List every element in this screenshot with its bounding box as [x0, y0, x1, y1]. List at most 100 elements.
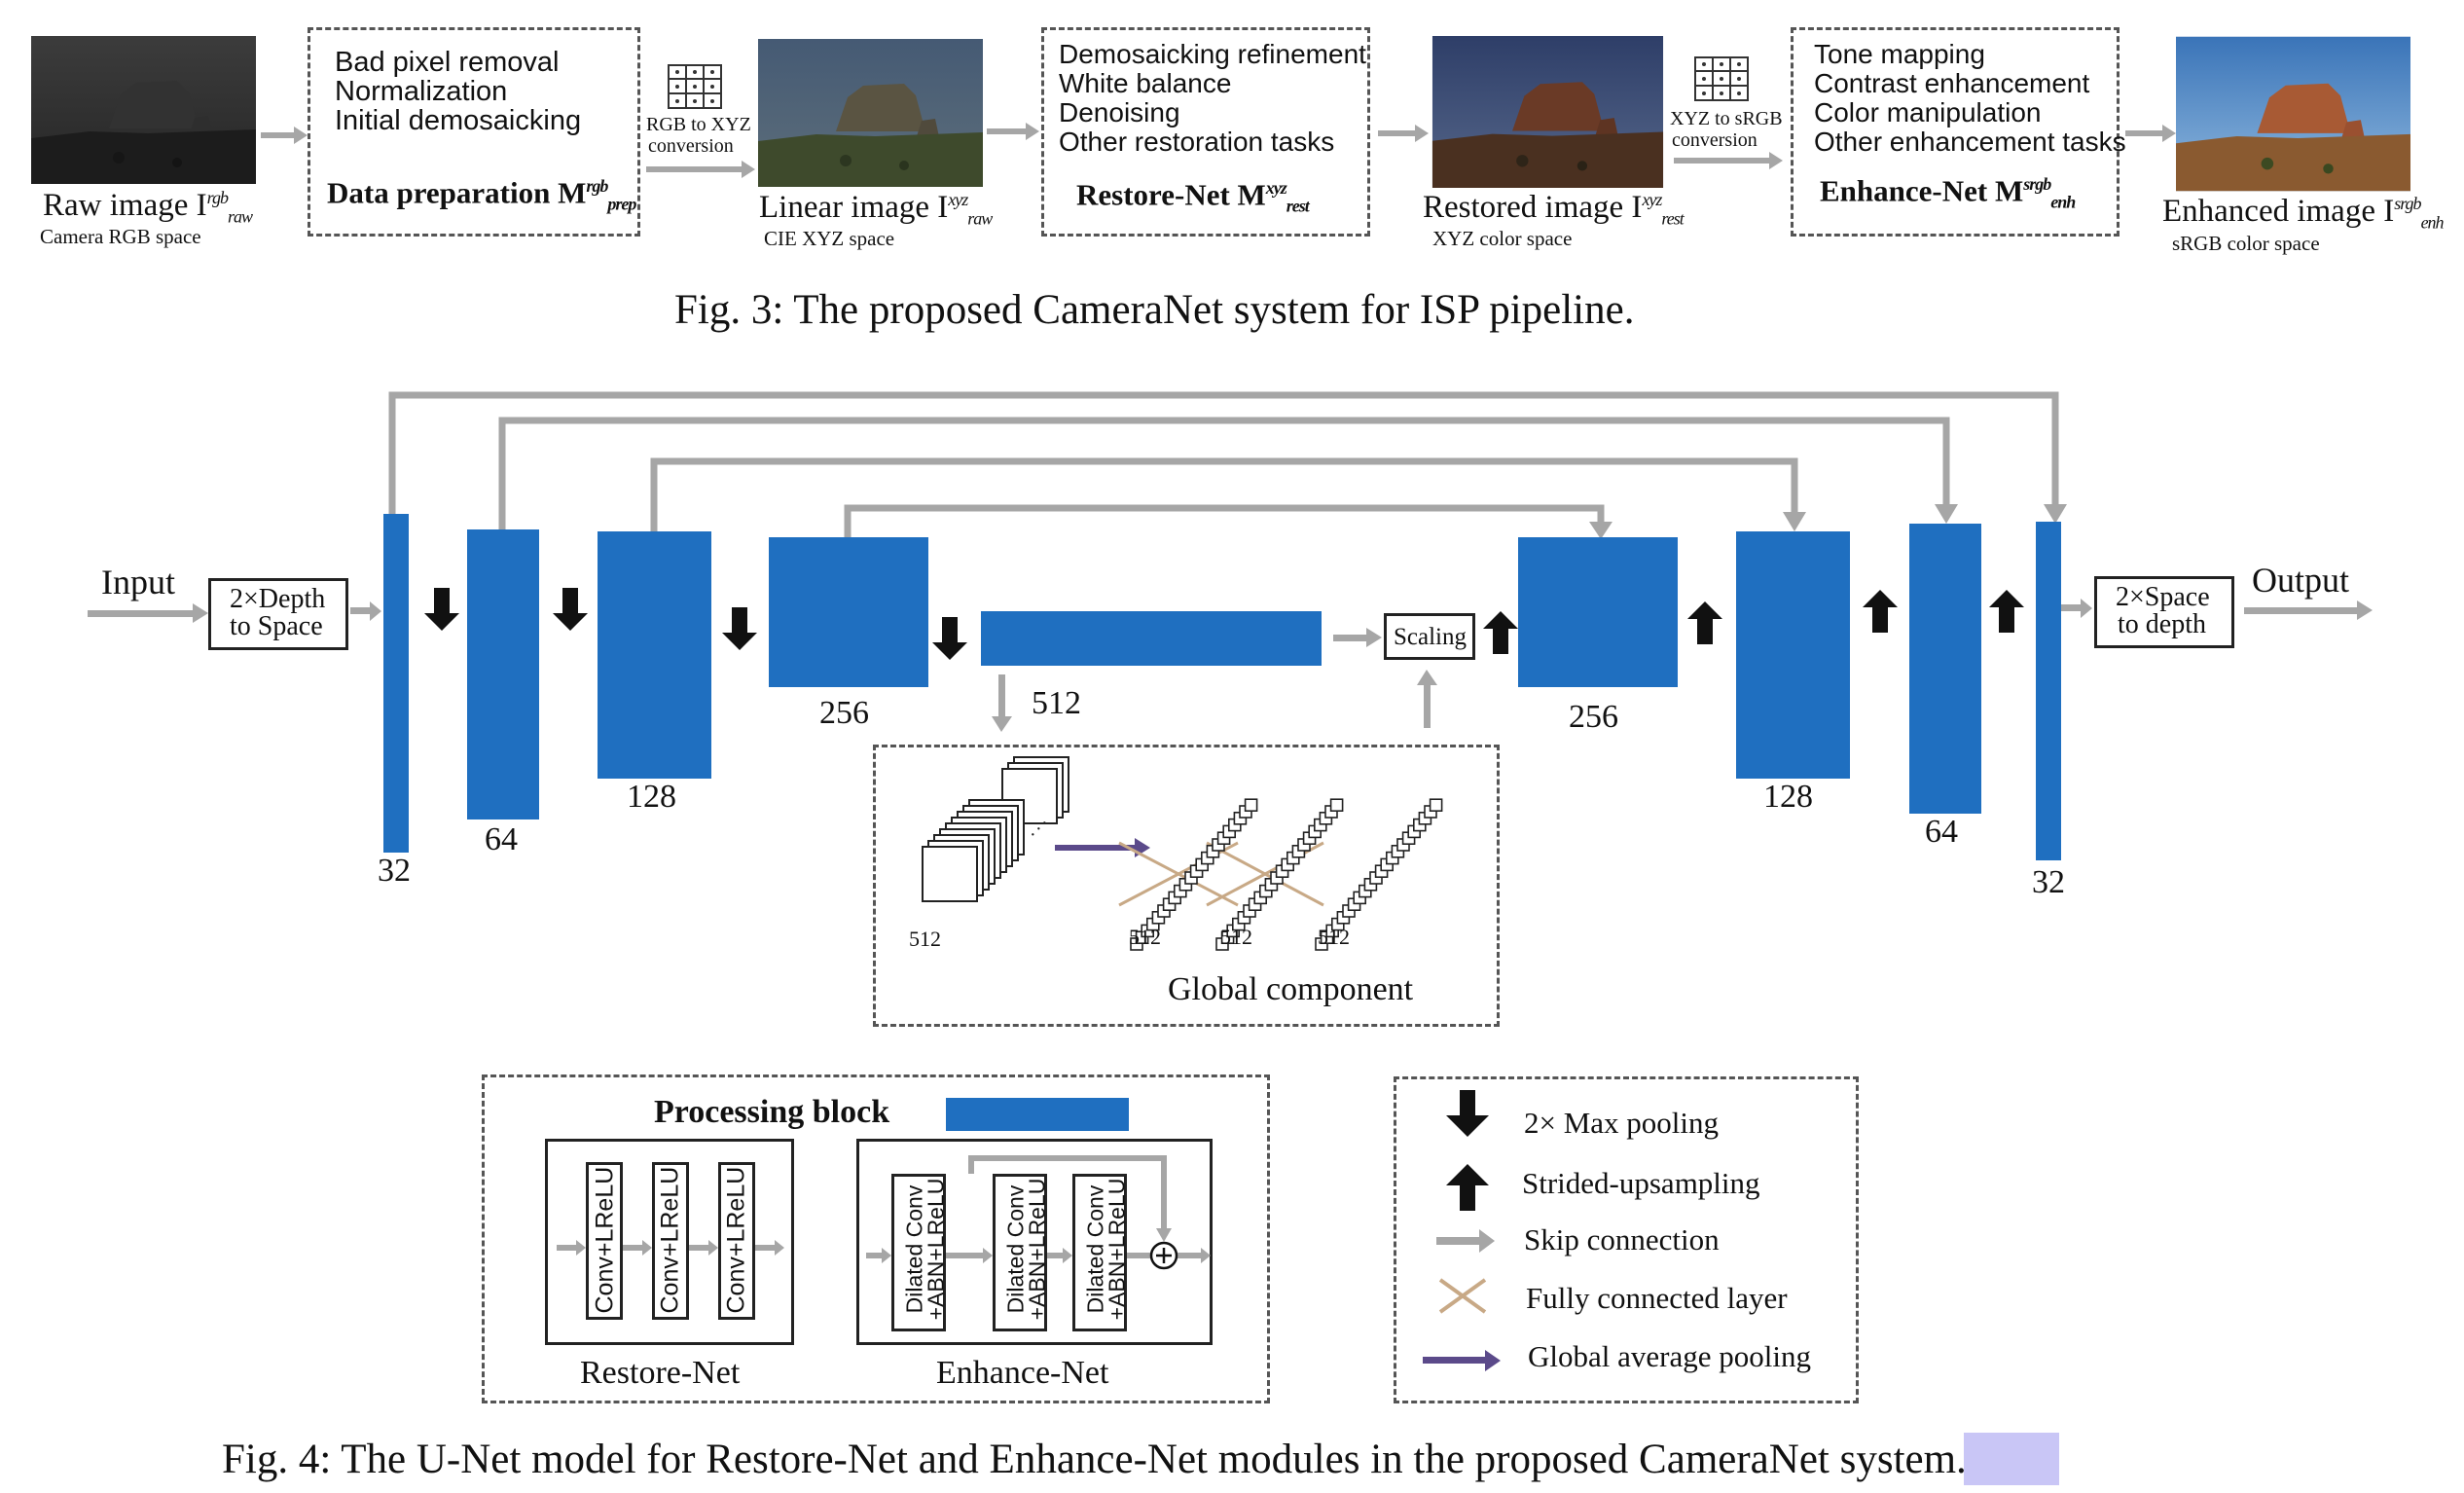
- dec-block-128: [1736, 531, 1850, 779]
- legend-icons: [1423, 1090, 1501, 1371]
- linear-image: [758, 39, 983, 187]
- vector-cell: [1429, 798, 1443, 813]
- svg-text:·: ·: [1030, 824, 1036, 846]
- conv2-label-2: conversion: [1672, 129, 1757, 151]
- gap-icon: [1423, 1350, 1501, 1371]
- enc-label-32: 32: [378, 853, 411, 889]
- restored-image: [1431, 36, 1664, 188]
- raw-image-space: Camera RGB space: [40, 225, 201, 248]
- fig4-caption: Fig. 4: The U-Net model for Restore-Net …: [222, 1437, 1967, 1482]
- matrix-icon: [668, 64, 722, 109]
- restored-image-space: XYZ color space: [1432, 227, 1573, 250]
- dec-label-32: 32: [2032, 864, 2065, 900]
- enhanced-image: [2176, 36, 2410, 192]
- conv-lrelu-unit: [586, 1162, 623, 1320]
- global-label-4: 512: [1318, 925, 1350, 949]
- global-component-diagram: ···: [922, 756, 1443, 951]
- input-label: Input: [101, 563, 175, 601]
- svg-text:·: ·: [1035, 819, 1042, 840]
- dec-label-64: 64: [1925, 814, 1958, 850]
- restore-line-2: White balance: [1059, 68, 1232, 98]
- enhance-box: [1791, 27, 2120, 237]
- dec-block-64: [1909, 524, 1981, 814]
- global-component-title: Global component: [1168, 971, 1414, 1007]
- svg-text:·: ·: [1041, 813, 1048, 834]
- bottleneck-label-512: 512: [1032, 685, 1081, 721]
- processing-block-box: [482, 1074, 1270, 1403]
- enhance-line-3: Color manipulation: [1814, 97, 2042, 127]
- data-prep-line-2: Normalization: [335, 76, 508, 107]
- skip-connection-icon: [1436, 1229, 1495, 1253]
- conv1-label-2: conversion: [648, 135, 734, 157]
- conv-lrelu-unit: [652, 1162, 689, 1320]
- data-prep-line-3: Initial demosaicking: [335, 105, 582, 136]
- fig3-flow-arrows: [261, 123, 2176, 178]
- processing-block-legend: [946, 1098, 1129, 1131]
- enhance-line-2: Contrast enhancement: [1814, 68, 2090, 98]
- enhance-title: Enhance-Net Msrgbenh: [1820, 173, 2076, 212]
- enc-label-256: 256: [819, 695, 869, 731]
- dilated-conv-unit: [891, 1174, 946, 1331]
- dilated-conv-unit: [1072, 1174, 1127, 1331]
- enhance-net-label: Enhance-Net: [936, 1355, 1109, 1391]
- global-label-2: 512: [1129, 925, 1161, 949]
- scaling-box: [1384, 613, 1475, 660]
- processing-block-title: Processing block: [654, 1094, 890, 1130]
- scaling-label: Scaling: [1394, 624, 1467, 650]
- depth-to-space-line-2: to Space: [230, 611, 323, 641]
- linear-image-space: CIE XYZ space: [764, 227, 895, 250]
- restore-net-label: Restore-Net: [580, 1355, 741, 1391]
- caption-highlight: [1964, 1433, 2059, 1485]
- enc-block-32: [383, 514, 409, 853]
- data-prep-title: Data preparation Mrgbprep: [327, 175, 636, 214]
- space-to-depth-box: [2094, 576, 2234, 648]
- legend-upsampling: Strided-upsampling: [1522, 1166, 1760, 1200]
- legend-skip: Skip connection: [1524, 1222, 1720, 1256]
- dec-block-32: [2036, 522, 2061, 860]
- dec-label-256: 256: [1569, 699, 1618, 735]
- enhance-line-4: Other enhancement tasks: [1814, 127, 2126, 157]
- space-to-depth-line-1: 2×Space: [2116, 582, 2210, 612]
- dilated-conv-unit: [993, 1174, 1047, 1331]
- vector-cell: [1329, 798, 1344, 813]
- legend-fc: Fully connected layer: [1526, 1281, 1788, 1315]
- legend-max-pooling: 2× Max pooling: [1524, 1106, 1720, 1140]
- restore-box: [1041, 27, 1370, 237]
- restore-line-4: Other restoration tasks: [1059, 127, 1335, 157]
- dec-block-256: [1518, 537, 1678, 687]
- matrix-icon: [1694, 56, 1749, 101]
- restore-line-3: Denoising: [1059, 97, 1180, 127]
- enhance-line-1: Tone mapping: [1814, 39, 1985, 69]
- max-pooling-icon: [1446, 1090, 1489, 1137]
- upsampling-icon: [1446, 1164, 1489, 1211]
- data-prep-line-1: Bad pixel removal: [335, 47, 560, 78]
- dec-label-128: 128: [1763, 779, 1813, 815]
- depth-to-space-box: [208, 578, 348, 650]
- space-to-depth-line-2: to depth: [2118, 609, 2206, 639]
- output-label: Output: [2252, 561, 2350, 600]
- conv1-label-1: RGB to XYZ: [646, 114, 751, 135]
- linear-image-label: Linear image Ixyzraw: [759, 190, 993, 229]
- restore-title: Restore-Net Mxyzrest: [1076, 177, 1310, 216]
- global-component-box: [873, 745, 1500, 1027]
- bottleneck-block-512: [981, 611, 1322, 666]
- legend-gap: Global average pooling: [1528, 1339, 1811, 1373]
- restore-line-1: Demosaicking refinement: [1059, 39, 1366, 69]
- enhanced-image-label: Enhanced image Isrgbenh: [2162, 194, 2445, 233]
- restored-image-label: Restored image Ixyzrest: [1423, 190, 1685, 229]
- conv-lrelu-unit: [718, 1162, 755, 1320]
- enc-block-256: [769, 537, 928, 687]
- conv2-label-1: XYZ to sRGB: [1670, 108, 1783, 129]
- enc-label-128: 128: [627, 779, 676, 815]
- caption-highlighted-text: raNe: [1736, 1437, 1818, 1482]
- legend-box: [1394, 1076, 1859, 1403]
- raw-image: [31, 36, 256, 184]
- depth-to-space-line-1: 2×Depth: [230, 584, 326, 614]
- global-label-1: 512: [909, 927, 941, 951]
- fig3-caption: Fig. 3: The proposed CameraNet system fo…: [674, 287, 1635, 333]
- enc-block-128: [598, 531, 711, 779]
- data-prep-box: [308, 27, 640, 237]
- enhanced-image-space: sRGB color space: [2172, 232, 2320, 255]
